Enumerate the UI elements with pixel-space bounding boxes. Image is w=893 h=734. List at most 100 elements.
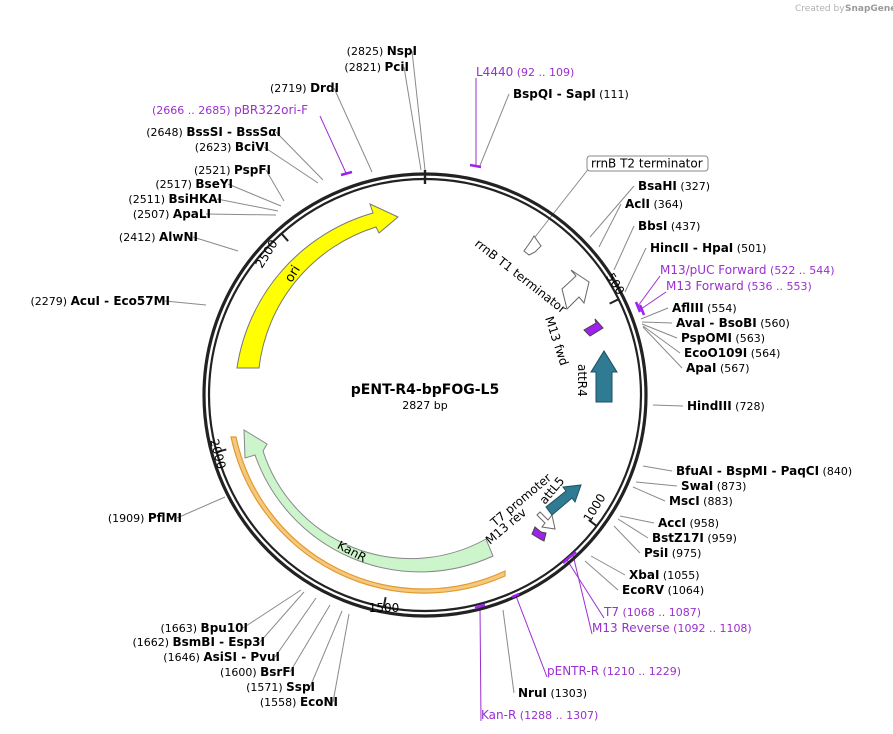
- enzyme-site-afliii[interactable]: AflIII (554): [672, 301, 737, 315]
- enzyme-site-bfuai-bspmi-paqci[interactable]: BfuAI - BspMI - PaqCI (840): [676, 464, 852, 478]
- enzyme-site-swai[interactable]: SwaI (873): [681, 479, 746, 493]
- primer-mark-pbr322ori-f: [340, 170, 353, 177]
- primer-m13-forward[interactable]: M13 Forward (536 .. 553): [666, 279, 812, 293]
- leader-hindiii: [652, 404, 684, 407]
- primer-pbr322ori-f[interactable]: (2666 .. 2685) pBR322ori-F: [152, 103, 308, 117]
- enzyme-site-pcii[interactable]: (2821) PciI: [344, 60, 409, 74]
- leader-nspi: [411, 50, 426, 171]
- enzyme-site-xbai[interactable]: XbaI (1055): [629, 568, 699, 582]
- enzyme-site-bcivi[interactable]: (2623) BciVI: [195, 140, 269, 154]
- leader-pspomi: [641, 323, 678, 339]
- enzyme-site-acui-eco57mi[interactable]: (2279) AcuI - Eco57MI: [31, 294, 170, 308]
- attr4-arrow: [590, 350, 618, 403]
- leader-bfuai-bspmi-paqci: [642, 465, 673, 472]
- leader-swai: [635, 481, 678, 487]
- tick-label-1000: 1000: [581, 491, 609, 524]
- enzyme-site-bsssi-bsss-i[interactable]: (2648) BssSI - BssSαI: [146, 125, 281, 139]
- enzyme-site-bspqi-sapi[interactable]: BspQI - SapI (111): [513, 87, 629, 101]
- leader-apai: [642, 326, 683, 369]
- enzyme-site-ecoo109i[interactable]: EcoO109I (564): [684, 346, 780, 360]
- leader-pspfi: [265, 169, 285, 202]
- primer-mark-t7: [562, 555, 572, 564]
- tick-label-1500: 1500: [369, 601, 400, 615]
- kanr-feature-arrow: [243, 429, 494, 573]
- enzyme-site-avai-bsobi[interactable]: AvaI - BsoBI (560): [676, 316, 790, 330]
- enzyme-site-apali[interactable]: (2507) ApaLI: [133, 207, 211, 221]
- plasmid-name: pENT-R4-bpFOG-L5: [351, 382, 499, 398]
- ori-feature-arrow: [236, 203, 399, 369]
- plasmid-length: 2827 bp: [402, 399, 447, 412]
- enzyme-site-nspi[interactable]: (2825) NspI: [347, 44, 417, 58]
- enzyme-site-bstz17i[interactable]: BstZ17I (959): [652, 531, 737, 545]
- leader-ecorv: [584, 560, 619, 591]
- leader-bsmbi-esp3i: [259, 591, 305, 643]
- enzyme-site-bseyi[interactable]: (2517) BseYI: [155, 177, 233, 191]
- enzyme-site-acci[interactable]: AccI (958): [658, 516, 719, 530]
- leader-msci: [632, 486, 666, 502]
- tick-mark-500: [609, 298, 620, 305]
- leader-bpu10i: [242, 589, 302, 629]
- enzyme-site-sspi[interactable]: (1571) SspI: [246, 680, 315, 694]
- leader-ecoo109i: [642, 325, 681, 354]
- leader-apali: [205, 213, 277, 216]
- attr4-label: attR4: [575, 364, 589, 397]
- leader-pcii: [403, 66, 422, 171]
- enzyme-site-bpu10i[interactable]: (1663) Bpu10I: [160, 621, 248, 635]
- rrnb-t2-terminator-arrow: [523, 235, 542, 256]
- primer-leader-m13-forward: [640, 291, 667, 310]
- site-labels: (2825) NspI (2821) PciI (2719) DrdI (2648) …: [31, 44, 853, 722]
- m13-fwd-label: M13 fwd: [542, 315, 571, 368]
- enzyme-site-apai[interactable]: ApaI (567): [686, 361, 750, 375]
- primer-mark-m13-forward: [638, 304, 646, 316]
- primer-mark-pentr-r: [511, 592, 520, 599]
- leader-lines: [164, 50, 684, 722]
- enzyme-site-alwni[interactable]: (2412) AlwNI: [119, 230, 198, 244]
- leader-hincii-hpai: [624, 247, 647, 293]
- enzyme-site-hincii-hpai[interactable]: HincII - HpaI (501): [650, 241, 766, 255]
- leader-nrui: [502, 609, 515, 694]
- primer-leader-t7: [566, 559, 605, 619]
- leader-bsrfi: [289, 604, 331, 673]
- leader-bsahi: [589, 185, 635, 238]
- leader-acci: [619, 515, 655, 524]
- leader-psii: [613, 525, 641, 554]
- enzyme-site-ecorv[interactable]: EcoRV (1064): [622, 583, 704, 597]
- enzyme-site-drdi[interactable]: (2719) DrdI: [270, 81, 339, 95]
- primer-leader-pentr-r: [515, 595, 548, 678]
- enzyme-site-psii[interactable]: PsiI (975): [644, 546, 701, 560]
- primer-leader-kan-r: [479, 606, 482, 722]
- enzyme-site-pflmi[interactable]: (1909) PflMI: [108, 511, 182, 525]
- rrnb-t2-terminator-box-frame: [586, 155, 709, 172]
- primer-m13-reverse[interactable]: M13 Reverse (1092 .. 1108): [592, 621, 752, 635]
- rrnb-t2-terminator-label: rrnB T2 terminator: [591, 157, 703, 171]
- enzyme-site-bsrfi[interactable]: (1600) BsrFI: [220, 665, 295, 679]
- enzyme-site-pspfi[interactable]: (2521) PspFI: [194, 163, 271, 177]
- leader-afliii: [640, 307, 669, 320]
- m13-fwd-arrow: [583, 318, 604, 337]
- leader-bbsi: [613, 225, 635, 271]
- enzyme-site-bsmbi-esp3i[interactable]: (1662) BsmBI - Esp3I: [132, 635, 265, 649]
- enzyme-site-asisi-pvui[interactable]: (1646) AsiSI - PvuI: [163, 650, 280, 664]
- m13-rev-arrow: [531, 526, 547, 542]
- enzyme-site-pspomi[interactable]: PspOMI (563): [681, 331, 765, 345]
- enzyme-site-nrui[interactable]: NruI (1303): [518, 686, 587, 700]
- primer-kan-r[interactable]: Kan-R (1288 .. 1307): [481, 708, 598, 722]
- enzyme-site-msci[interactable]: MscI (883): [669, 494, 733, 508]
- enzyme-site-bbsi[interactable]: BbsI (437): [638, 219, 700, 233]
- primer-m13-puc-forward[interactable]: M13/pUC Forward (522 .. 544): [660, 263, 835, 277]
- leader-bspqi-sapi: [478, 93, 510, 169]
- primer-t7[interactable]: T7 (1068 .. 1087): [603, 605, 701, 619]
- enzyme-site-acli[interactable]: AclI (364): [625, 197, 683, 211]
- tick-label-500: 500: [603, 270, 627, 297]
- tick-mark-2500: [280, 232, 289, 242]
- enzyme-site-hindiii[interactable]: HindIII (728): [687, 399, 765, 413]
- enzyme-site-bsahi[interactable]: BsaHI (327): [638, 179, 710, 193]
- rrnb-t2-terminator-box: rrnB T2 terminator: [586, 155, 709, 172]
- rrnb-t1-terminator-arrow: [561, 269, 590, 310]
- primer-pentr-r[interactable]: pENTR-R (1210 .. 1229): [547, 664, 681, 678]
- primer-mark-m13-reverse: [569, 551, 577, 558]
- primer-l4440[interactable]: L4440 (92 .. 109): [476, 65, 574, 79]
- primer-mark-m13-puc: [634, 301, 642, 313]
- enzyme-site-bsihkai[interactable]: (2511) BsiHKAI: [128, 192, 222, 206]
- enzyme-site-econi[interactable]: (1558) EcoNI: [260, 695, 338, 709]
